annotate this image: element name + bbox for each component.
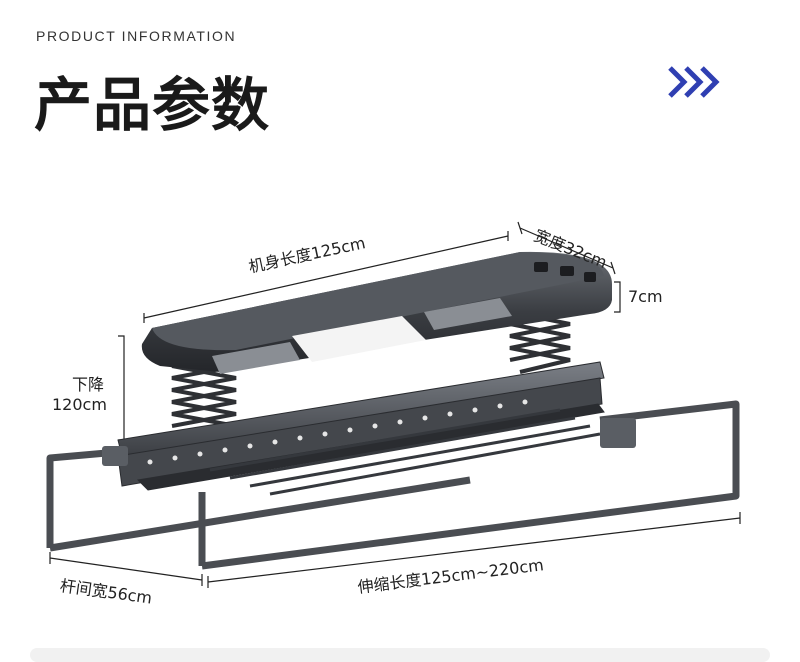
lower-label: 下降 bbox=[72, 375, 105, 394]
chevrons-right-icon bbox=[668, 66, 720, 98]
footer-bar bbox=[30, 648, 770, 662]
header-subtitle: PRODUCT INFORMATION bbox=[36, 28, 237, 44]
page-title: 产品参数 bbox=[34, 71, 271, 139]
drying-rack-illustration bbox=[46, 221, 741, 588]
lower-value: 120cm bbox=[52, 395, 107, 414]
height-label: 7cm bbox=[628, 287, 663, 306]
